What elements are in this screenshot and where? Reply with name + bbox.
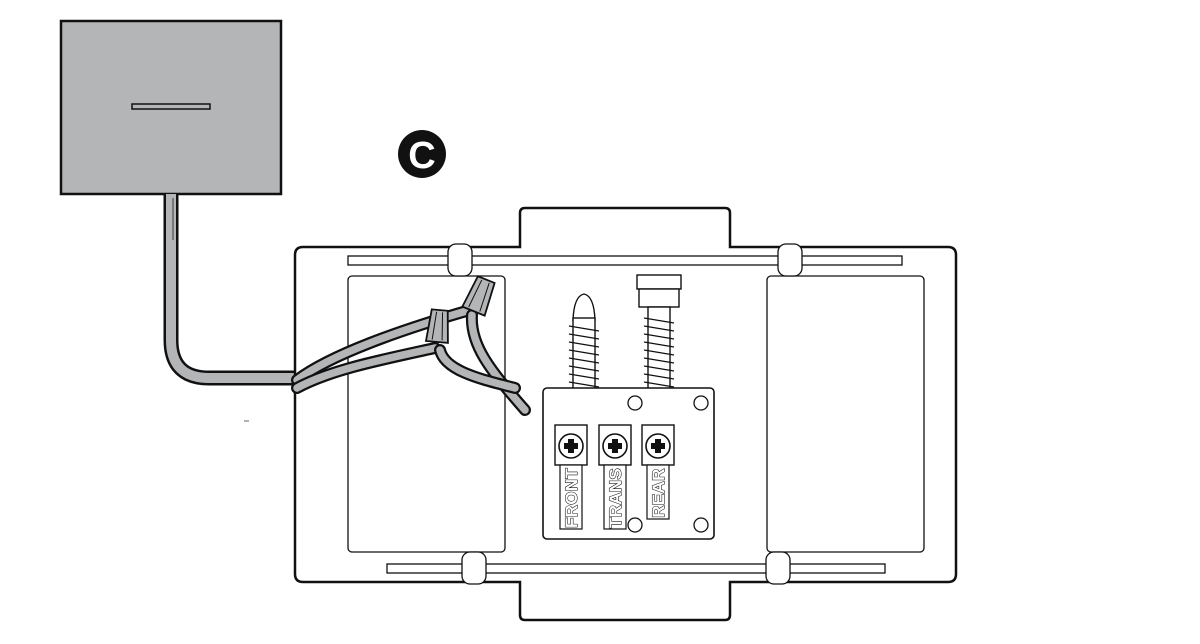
step-label: C [408,135,435,177]
terminal-rear-label: REAR [649,468,668,517]
wire-nut-lower [424,308,449,344]
wire-nut-upper [461,275,496,317]
terminal-screw-icon [558,433,584,459]
chime-wires [291,304,531,416]
terminal-front: FRONT [554,424,588,530]
terminal-trans-label: TRANS [606,468,625,528]
terminal-trans: TRANS [598,424,632,530]
terminal-screw-icon [645,433,671,459]
terminal-screw-icon [602,433,628,459]
terminal-front-label: FRONT [562,468,581,528]
transformer-box [59,19,283,196]
mounting-screw-left [568,293,600,391]
terminal-rear: REAR [641,424,675,520]
step-badge: C [398,130,446,178]
mounting-screw-right [636,274,682,391]
transformer-cable [163,194,300,386]
